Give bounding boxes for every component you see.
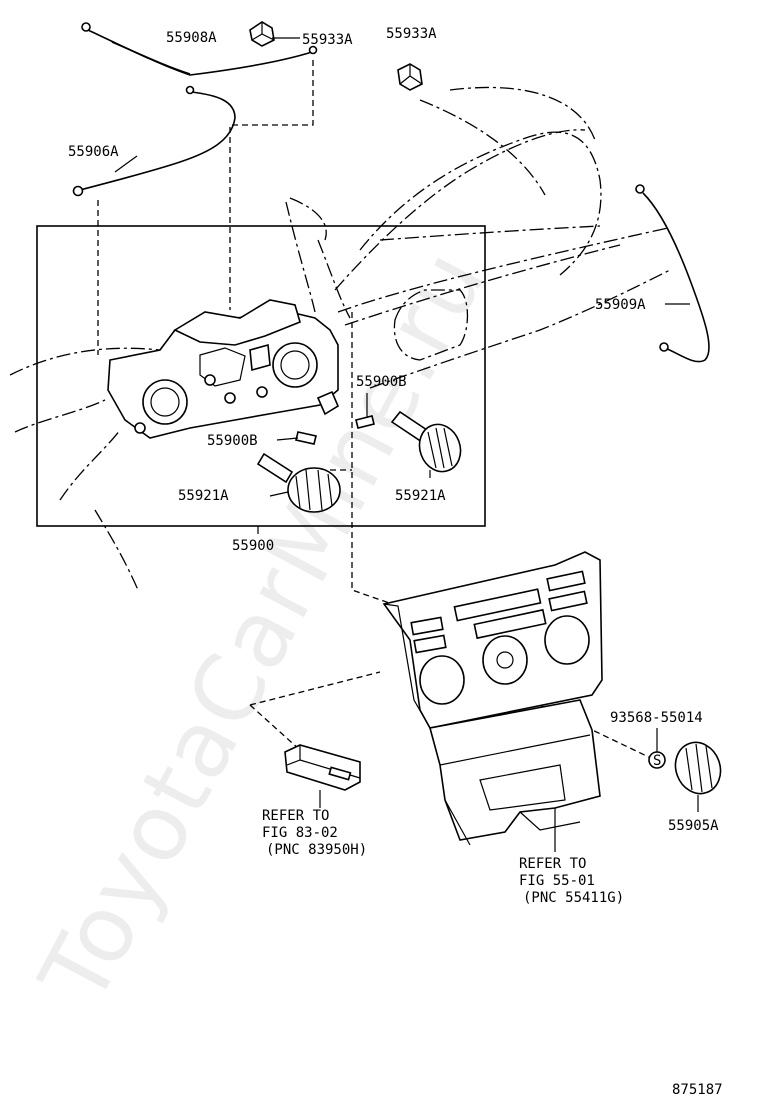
knob-55921A-right <box>390 410 462 473</box>
refer-note-line: FIG 83-02 <box>262 825 338 841</box>
refer-note-55-01: REFER TO FIG 55-01 (PNC 55411G) <box>519 856 624 906</box>
label-leaders <box>114 37 699 852</box>
center-cluster-panel <box>382 551 603 846</box>
heater-control-assembly <box>107 299 340 439</box>
refer-note-line: (PNC 83950H) <box>266 842 367 858</box>
control-cable-55909A <box>635 184 710 363</box>
label-55921A-left: 55921A <box>178 488 229 504</box>
clip-93568-55014: S <box>648 751 666 769</box>
label-55908A: 55908A <box>166 30 217 46</box>
control-cable-55908A <box>81 22 318 76</box>
label-55900B-right: 55900B <box>356 374 407 390</box>
label-55909A: 55909A <box>595 297 646 313</box>
refer-note-83-02: REFER TO FIG 83-02 (PNC 83950H) <box>262 808 367 858</box>
label-55906A: 55906A <box>68 144 119 160</box>
clamp-55933A-left <box>249 21 275 47</box>
label-55921A-right: 55921A <box>395 488 446 504</box>
knob-55921A-left <box>256 452 341 513</box>
label-55933A-right: 55933A <box>386 26 437 42</box>
background-contours <box>9 86 671 591</box>
pin-55900B-left <box>295 431 317 445</box>
figure-number: 875187 <box>672 1082 723 1098</box>
refer-note-line: REFER TO <box>262 808 329 824</box>
label-55900: 55900 <box>232 538 274 554</box>
refer-note-line: REFER TO <box>519 856 586 872</box>
label-55933A-left: 55933A <box>302 32 353 48</box>
svg-text:S: S <box>653 753 661 769</box>
label-55905A: 55905A <box>668 818 719 834</box>
part-labels: 55908A 55933A 55933A 55906A 55909A 55900… <box>68 26 719 834</box>
refer-note-line: FIG 55-01 <box>519 873 595 889</box>
knob-55905A <box>674 741 722 795</box>
clamp-55933A-right <box>397 63 423 91</box>
switch-connector <box>284 744 361 791</box>
label-93568-55014: 93568-55014 <box>610 710 703 726</box>
label-55900B-left: 55900B <box>207 433 258 449</box>
control-cable-55906A <box>72 85 236 197</box>
heater-control-group-box <box>36 225 486 527</box>
refer-note-line: (PNC 55411G) <box>523 890 624 906</box>
